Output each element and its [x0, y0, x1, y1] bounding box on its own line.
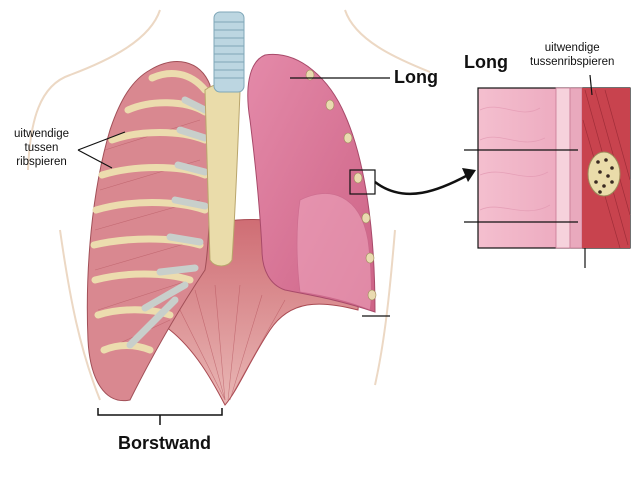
- inset-intercostals-line1: uitwendige: [544, 42, 600, 54]
- external-intercostals-label: uitwendige tussen ribspieren: [14, 127, 69, 169]
- external-intercostals-label-line2: tussen: [24, 142, 59, 154]
- body-outline: [27, 9, 431, 401]
- external-intercostals-label-line1: uitwendige: [14, 128, 69, 140]
- inset-detail: [464, 74, 631, 268]
- inset-external-intercostals-label: uitwendige tussenribspieren: [530, 41, 614, 69]
- zoom-arrow: [374, 173, 469, 196]
- zoom-arrowhead: [462, 168, 476, 182]
- inset-lung-label: Long: [464, 52, 508, 72]
- lung-rib-sections: [305, 69, 377, 301]
- trachea: [213, 11, 245, 93]
- costal-cartilage: [126, 96, 209, 349]
- chest-wall-label: Borstwand: [118, 433, 212, 453]
- leader-lines: [77, 77, 390, 317]
- chest-wall-bracket: [97, 408, 223, 425]
- inset-intercostals-line2: tussenribspieren: [530, 56, 615, 68]
- diaphragm-fibers: [174, 284, 286, 401]
- external-intercostals-label-line3: ribspieren: [16, 156, 67, 168]
- lung-lower-lobe: [296, 193, 372, 311]
- lung-label: Long: [394, 67, 438, 87]
